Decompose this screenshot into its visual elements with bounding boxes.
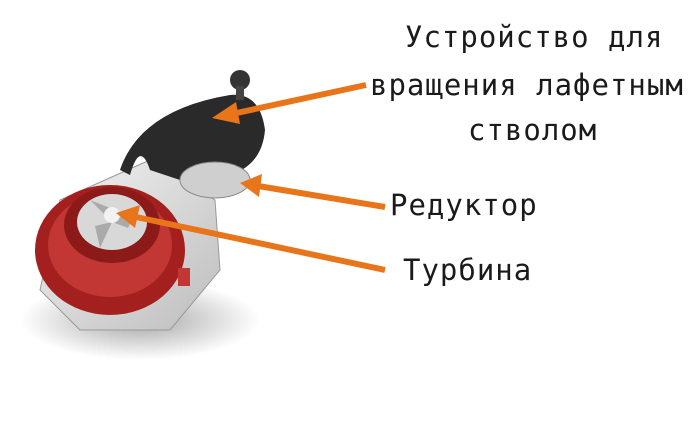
reducer: [179, 161, 251, 199]
knob-stem: [236, 86, 244, 100]
arrow-reducer: [240, 174, 386, 210]
knob: [230, 70, 250, 90]
impeller-hub: [104, 207, 120, 223]
label-device-line2: вращения лафетным: [370, 68, 684, 102]
label-turbine: Турбина: [403, 253, 533, 287]
impeller-blades: [90, 200, 138, 248]
label-reducer: Редуктор: [390, 188, 538, 222]
label-device-line3: стволом: [468, 113, 598, 147]
arrow-device: [212, 82, 367, 124]
arrow-turbine: [116, 205, 386, 273]
label-device-line1: Устройство для: [405, 20, 664, 54]
turbine-valve: [178, 268, 190, 286]
